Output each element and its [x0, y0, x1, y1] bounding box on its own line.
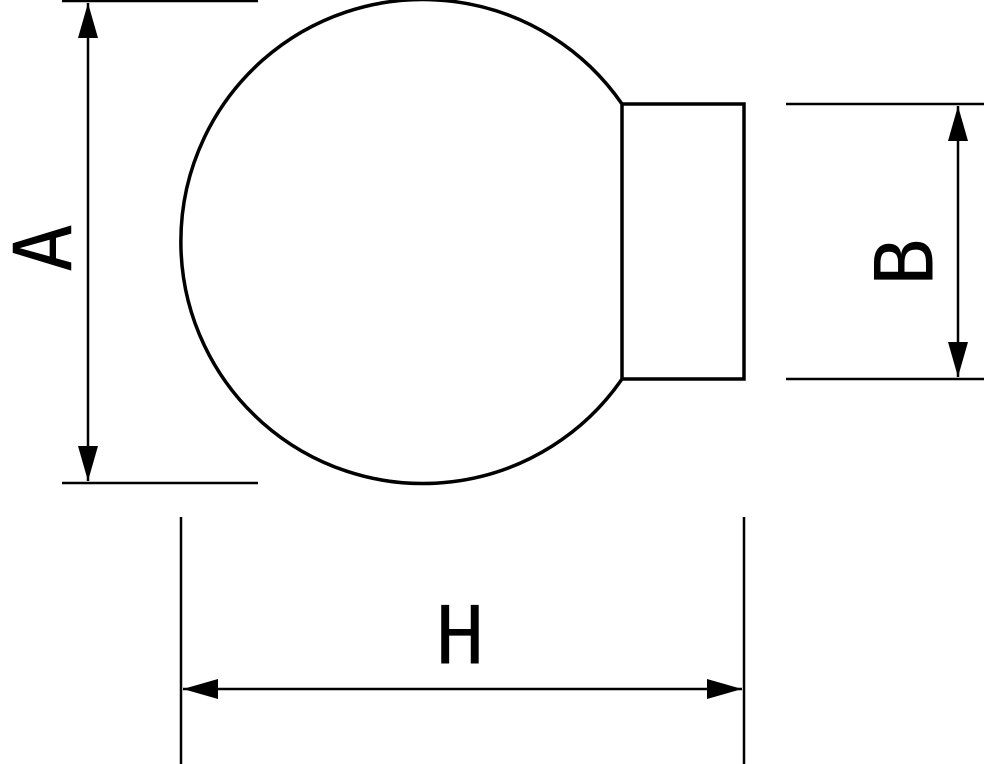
- dimension-b-arrow-top: [948, 106, 968, 141]
- dimension-h-label: H: [436, 590, 484, 683]
- dimension-a-label: A: [0, 224, 91, 272]
- knob-head-outline: [179, 0, 624, 486]
- dimension-h-arrow-left: [183, 679, 218, 699]
- dimension-b-arrow-bottom: [948, 342, 968, 377]
- dimension-a-arrow-top: [78, 3, 98, 38]
- dimension-a-arrow-bottom: [78, 446, 98, 481]
- dimension-h-arrow-right: [707, 679, 742, 699]
- knob-stem-outline: [620, 102, 746, 381]
- dimension-b-label: B: [859, 238, 952, 286]
